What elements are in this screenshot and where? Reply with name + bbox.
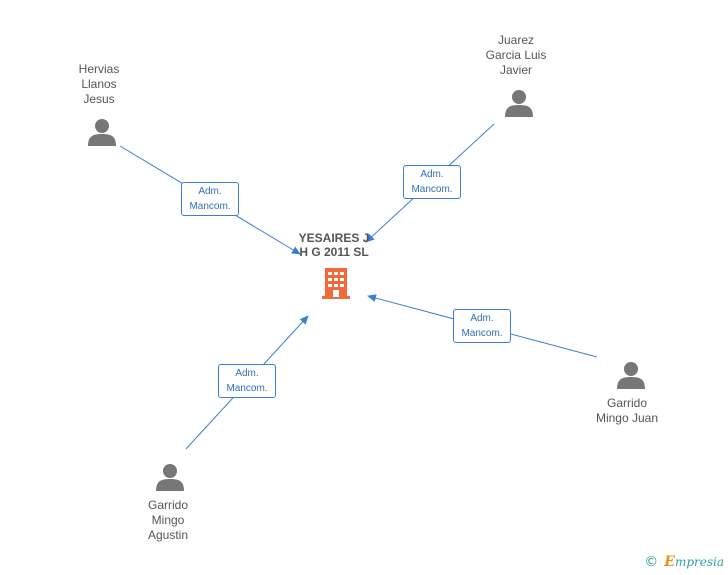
relation-label-juarez[interactable]: Adm. Mancom. bbox=[403, 165, 461, 199]
relation-label-garrido-agustin[interactable]: Adm. Mancom. bbox=[218, 364, 276, 398]
empresia-logo[interactable]: Empresia bbox=[664, 554, 724, 570]
person-name-garrido-agustin[interactable]: Garrido Mingo Agustin bbox=[147, 498, 189, 542]
person-name-juarez[interactable]: Juarez Garcia Luis Javier bbox=[485, 33, 547, 77]
person-name-hervias[interactable]: Hervias Llanos Jesus bbox=[78, 62, 120, 106]
relation-label-hervias[interactable]: Adm. Mancom. bbox=[181, 182, 239, 216]
building-icon[interactable] bbox=[320, 265, 352, 301]
relation-label-garrido-juan[interactable]: Adm. Mancom. bbox=[453, 309, 511, 343]
person-icon[interactable] bbox=[504, 88, 534, 118]
footer-branding: © Empresia bbox=[644, 553, 724, 571]
company-name[interactable]: YESAIRES J H G 2011 SL bbox=[298, 231, 370, 259]
person-icon[interactable] bbox=[87, 117, 117, 147]
copyright-symbol: © bbox=[644, 554, 659, 570]
person-icon[interactable] bbox=[616, 360, 646, 390]
person-icon[interactable] bbox=[155, 462, 185, 492]
person-name-garrido-juan[interactable]: Garrido Mingo Juan bbox=[595, 396, 659, 425]
